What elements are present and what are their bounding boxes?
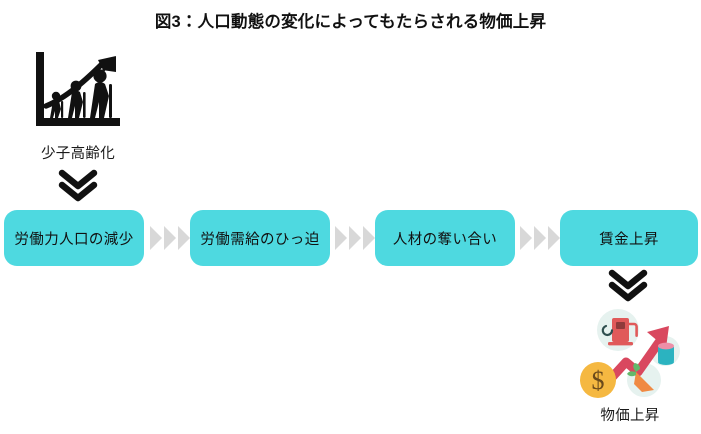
double-chevron-down-icon-bottom — [608, 269, 648, 302]
can-icon — [658, 342, 674, 365]
flow-step-2-label: 労働需給のひっ迫 — [200, 231, 320, 248]
flow-step-4[interactable]: 賃金上昇 — [560, 210, 698, 266]
triple-chevron-right-icon-2 — [335, 226, 375, 250]
result-label: 物価上昇 — [600, 408, 660, 424]
svg-text:$: $ — [592, 366, 605, 395]
figure-title: 図3：人口動態の変化によってもたらされる物価上昇 — [154, 13, 547, 31]
aging-population-chart-icon — [36, 52, 120, 126]
rising-arrow-line — [601, 333, 667, 389]
cause-label: 少子高齢化 — [41, 146, 115, 162]
flow-chain: 労働力人口の減少 労働需給のひっ迫 人材の奪い合い 賃金上昇 — [0, 210, 701, 266]
flow-step-3-label: 人材の奪い合い — [392, 231, 498, 248]
flow-step-1[interactable]: 労働力人口の減少 — [4, 210, 144, 266]
result-block: $ 物価上昇 — [560, 304, 700, 425]
triple-chevron-right-icon-3 — [520, 226, 560, 250]
flow-step-1-label: 労働力人口の減少 — [14, 231, 134, 248]
gas-pump-icon — [601, 318, 638, 346]
rising-arrow-head — [647, 326, 669, 348]
carrot-icon — [627, 363, 654, 392]
cause-block: 少子高齢化 — [14, 48, 142, 163]
triple-chevron-right-icon-1 — [150, 226, 190, 250]
price-inflation-icon: $ — [580, 309, 680, 398]
flow-step-4-label: 賃金上昇 — [599, 231, 659, 248]
dollar-coin-icon: $ — [580, 362, 616, 398]
flow-step-2[interactable]: 労働需給のひっ迫 — [190, 210, 330, 266]
flow-step-3[interactable]: 人材の奪い合い — [375, 210, 515, 266]
double-chevron-down-icon-top — [58, 169, 98, 202]
